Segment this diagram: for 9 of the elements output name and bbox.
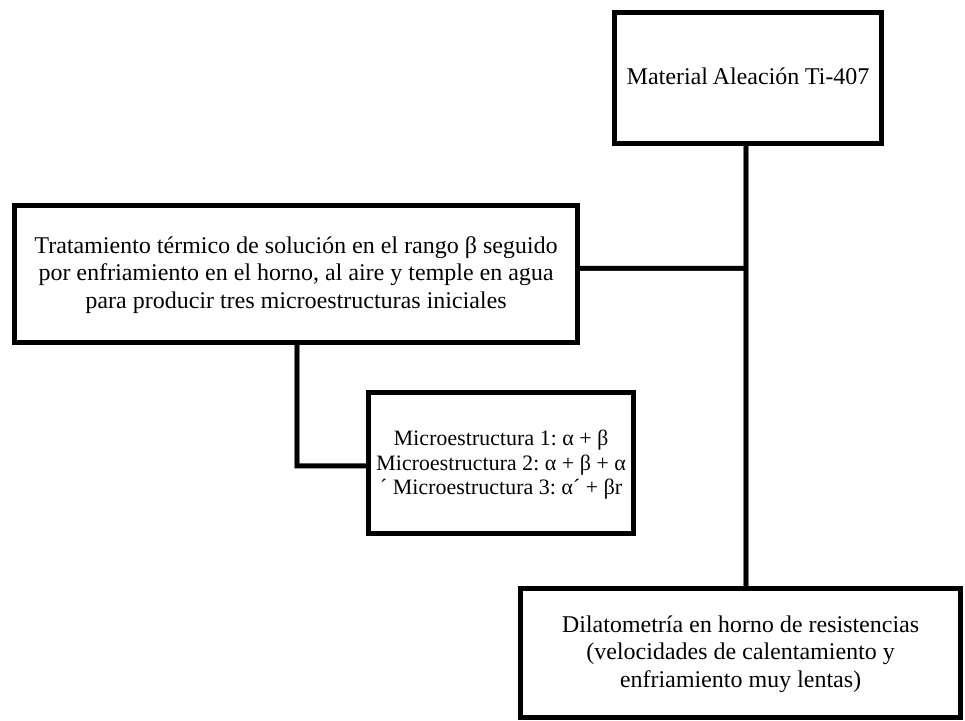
box-text: Tratamiento térmico de solución en el rango β seguido por enfriamiento en el horno, al aire y temple en agua para producir tres microestructuras iniciales [33, 233, 559, 315]
process-box [612, 10, 884, 146]
box-text: Material Aleación Ti-407 [626, 64, 870, 92]
process-box [366, 390, 636, 536]
connector-line [294, 345, 366, 468]
box-text: Microestructura 1: α + β Microestructura 2: α + β + α´ Microestructura 3: α´ + βr [375, 426, 627, 500]
process-box [12, 203, 580, 345]
box-text: Dilatometría en horno de resistencias (velocidades de calentamiento y enfriamiento muy lentas) [560, 612, 920, 694]
process-box [518, 586, 963, 720]
